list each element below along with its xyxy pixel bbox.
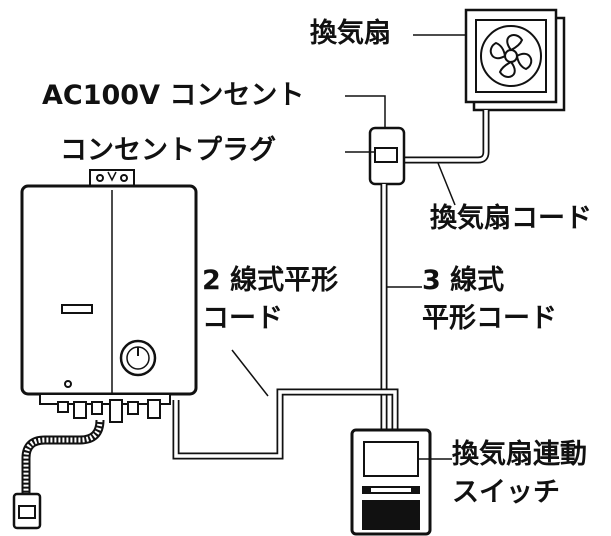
fan-label: 換気扇 [310,18,391,49]
fan-interlock-switch [350,428,432,536]
three-wire-line1: 3 線式 [422,265,505,296]
two-wire-leader [231,349,269,397]
hose-connector [12,492,42,530]
fan-cord-leader [437,162,456,206]
switch-label: 換気扇連動 スイッチ [452,436,587,512]
outlet [368,126,406,186]
hose-inner [23,419,103,494]
three-wire-line2: 平形コード [422,303,557,334]
outlet-leader [345,95,386,128]
switch-line1: 換気扇連動 [452,439,587,470]
plug-label: コンセントプラグ [60,135,276,166]
water-heater [20,169,198,423]
fan-cord-inner [402,110,488,162]
three-wire-cord-label: 3 線式 平形コード [422,262,557,338]
two-wire-line2: コード [202,303,283,334]
two-wire-line1: 2 線式平形 [202,265,339,296]
two-wire-cord-label: 2 線式平形 コード [202,262,338,338]
exhaust-fan [464,8,566,112]
hose-outer [21,419,105,494]
fan-cord-label: 換気扇コード [430,203,592,234]
two-wire-cord-inner [174,390,397,458]
outlet-label: AC100V コンセント [42,80,305,111]
fan-cord-outer [402,110,490,164]
switch-line2: スイッチ [452,477,560,508]
